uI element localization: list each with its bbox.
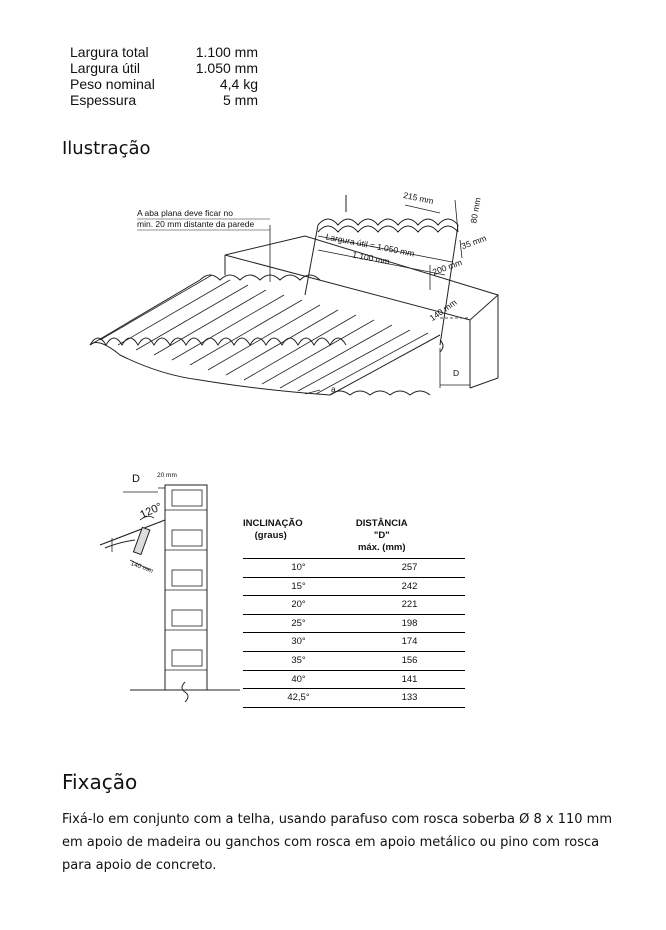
spec-value: 1.100 mm bbox=[195, 44, 258, 60]
specs-list: Largura total 1.100 mm Largura útil 1.05… bbox=[70, 44, 258, 108]
fixing-paragraph: Fixá-lo em conjunto com a telha, usando … bbox=[62, 812, 612, 873]
spec-label: Espessura bbox=[70, 92, 137, 108]
table-row: 40° 141 bbox=[243, 671, 465, 690]
d-label-2: D bbox=[132, 473, 140, 485]
table-row: 35° 156 bbox=[243, 652, 465, 671]
cell-distance: 174 bbox=[401, 636, 418, 648]
cell-inclination: 25° bbox=[291, 617, 306, 629]
inclination-table: INCLINAÇÃO (graus) DISTÂNCIA "D" máx. (m… bbox=[243, 518, 465, 708]
note-line: min. 20 mm distante da parede bbox=[137, 219, 255, 229]
spec-row: Largura total 1.100 mm bbox=[70, 44, 258, 60]
cell-distance: 198 bbox=[401, 617, 418, 629]
illustration-heading: Ilustração bbox=[62, 138, 151, 159]
cell-distance: 133 bbox=[401, 692, 418, 704]
spec-value: 4,4 kg bbox=[219, 76, 258, 92]
spec-value: 1.050 mm bbox=[195, 60, 258, 76]
table-row: 25° 198 bbox=[243, 615, 465, 634]
table-row: 10° 257 bbox=[243, 559, 465, 578]
header-line: (graus) bbox=[254, 530, 287, 541]
spec-value: 5 mm bbox=[223, 92, 258, 108]
d-label: D bbox=[453, 368, 460, 378]
header-line: máx. (mm) bbox=[357, 542, 406, 553]
cell-inclination: 42,5° bbox=[287, 692, 310, 704]
cell-distance: 141 bbox=[401, 673, 418, 685]
spec-row: Espessura 5 mm bbox=[70, 92, 258, 108]
cell-distance: 156 bbox=[401, 654, 418, 666]
cell-inclination: 30° bbox=[291, 636, 306, 648]
table-row: 20° 221 bbox=[243, 596, 465, 615]
note-line: A aba plana deve ficar no bbox=[137, 208, 233, 218]
col-inclination-header: INCLINAÇÃO (graus) bbox=[243, 518, 354, 554]
header-line: DISTÂNCIA "D" bbox=[355, 518, 408, 541]
fixing-heading: Fixação bbox=[62, 770, 138, 794]
cell-inclination: 15° bbox=[291, 580, 306, 592]
wall-distance-note: A aba plana deve ficar no min. 20 mm dis… bbox=[137, 208, 254, 230]
cell-distance: 257 bbox=[401, 562, 418, 573]
a-label: a bbox=[331, 384, 336, 394]
cell-inclination: 10° bbox=[291, 562, 306, 573]
roof-diagram bbox=[89, 195, 499, 396]
col-distance-header: DISTÂNCIA "D" máx. (mm) bbox=[354, 518, 465, 554]
header-line: INCLINAÇÃO bbox=[243, 518, 303, 529]
cell-inclination: 35° bbox=[291, 654, 306, 666]
cell-inclination: 20° bbox=[291, 599, 306, 611]
spec-label: Peso nominal bbox=[70, 76, 155, 92]
cell-inclination: 40° bbox=[291, 673, 306, 685]
spec-label: Largura total bbox=[70, 44, 149, 60]
wall-detail-diagram bbox=[99, 484, 240, 703]
dim-20-label: 20 mm bbox=[157, 472, 177, 479]
cell-distance: 242 bbox=[401, 580, 418, 592]
table-row: 42,5° 133 bbox=[243, 689, 465, 708]
spec-row: Largura útil 1.050 mm bbox=[70, 60, 258, 76]
spec-row: Peso nominal 4,4 kg bbox=[70, 76, 258, 92]
cell-distance: 221 bbox=[401, 599, 418, 611]
table-row: 15° 242 bbox=[243, 578, 465, 597]
spec-label: Largura útil bbox=[70, 60, 141, 76]
table-row: 30° 174 bbox=[243, 633, 465, 652]
table-header: INCLINAÇÃO (graus) DISTÂNCIA "D" máx. (m… bbox=[243, 518, 465, 559]
